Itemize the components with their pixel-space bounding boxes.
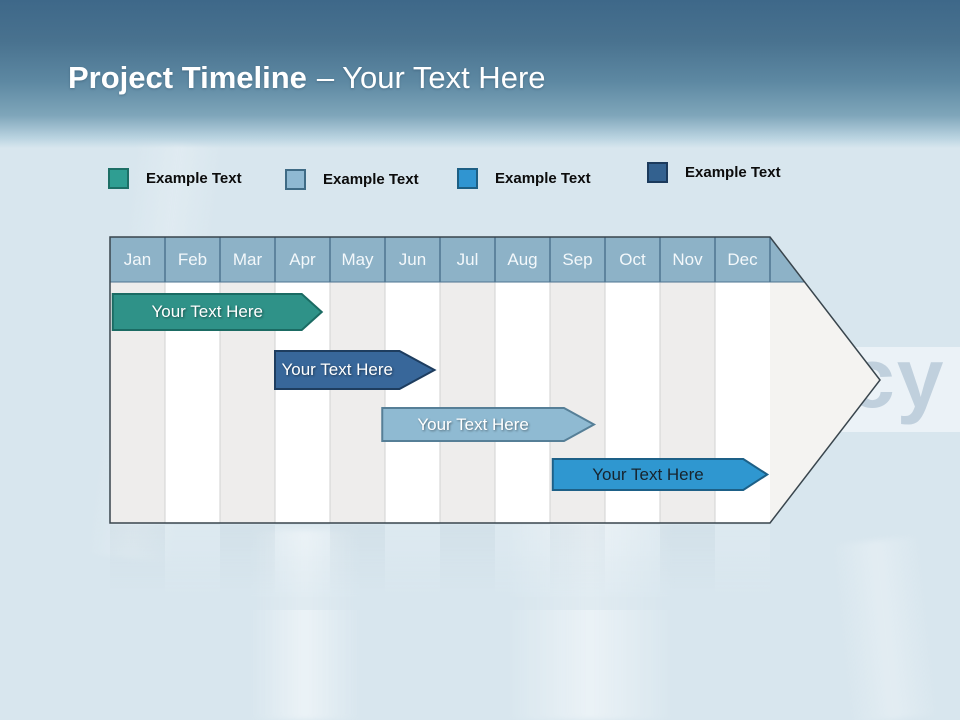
month-label: Sep xyxy=(562,250,593,269)
legend-item: Example Text xyxy=(108,168,242,189)
month-label: Feb xyxy=(177,250,208,269)
legend-label: Example Text xyxy=(146,170,242,187)
month-label: Jul xyxy=(456,250,479,269)
month-column xyxy=(440,282,495,523)
legend-label: Example Text xyxy=(685,164,781,181)
month-label: May xyxy=(341,250,374,269)
glass-streak-decoration xyxy=(830,535,940,720)
slide-title: Project Timeline–Your Text Here xyxy=(68,60,546,96)
chart-reflection xyxy=(110,525,770,610)
month-label: Aug xyxy=(507,250,538,269)
timeline-svg xyxy=(109,236,881,524)
month-label: Nov xyxy=(672,250,703,269)
task-bar-label: Your Text Here xyxy=(417,414,529,434)
legend-item: Example Text xyxy=(457,168,591,189)
title-bold-text: Project Timeline xyxy=(68,60,307,95)
legend-swatch xyxy=(647,162,668,183)
legend-label: Example Text xyxy=(495,170,591,187)
legend-swatch xyxy=(457,168,478,189)
task-bar-label: Your Text Here xyxy=(281,360,393,379)
title-light-text: Your Text Here xyxy=(342,60,546,95)
task-bar xyxy=(111,293,324,331)
task-bar-label: Your Text Here xyxy=(592,464,704,484)
month-label: Jun xyxy=(398,250,427,269)
month-label: Dec xyxy=(727,250,758,269)
legend-item: Example Text xyxy=(285,169,419,190)
month-column xyxy=(495,282,550,523)
task-bar xyxy=(551,458,770,491)
month-label: Mar xyxy=(232,250,263,269)
month-column xyxy=(385,282,440,523)
month-label: Jan xyxy=(123,250,152,269)
title-banner xyxy=(0,0,960,148)
month-label: Apr xyxy=(289,250,316,269)
task-bar xyxy=(274,350,437,390)
month-header-band xyxy=(110,237,805,282)
timeline-arrow-outline xyxy=(109,236,881,524)
title-separator: – xyxy=(316,60,335,95)
month-label: Oct xyxy=(619,250,646,269)
task-bar-label: Your Text Here xyxy=(151,302,263,321)
task-bar xyxy=(381,407,597,442)
legend-swatch xyxy=(285,169,306,190)
legend-label: Example Text xyxy=(323,171,419,188)
timeline-chart: Jan Feb Mar Apr May Jun Jul Aug Sep Oct Nov Dec You… xyxy=(109,236,881,524)
legend-swatch xyxy=(108,168,129,189)
legend-item: Example Text xyxy=(647,162,781,183)
month-column xyxy=(330,282,385,523)
